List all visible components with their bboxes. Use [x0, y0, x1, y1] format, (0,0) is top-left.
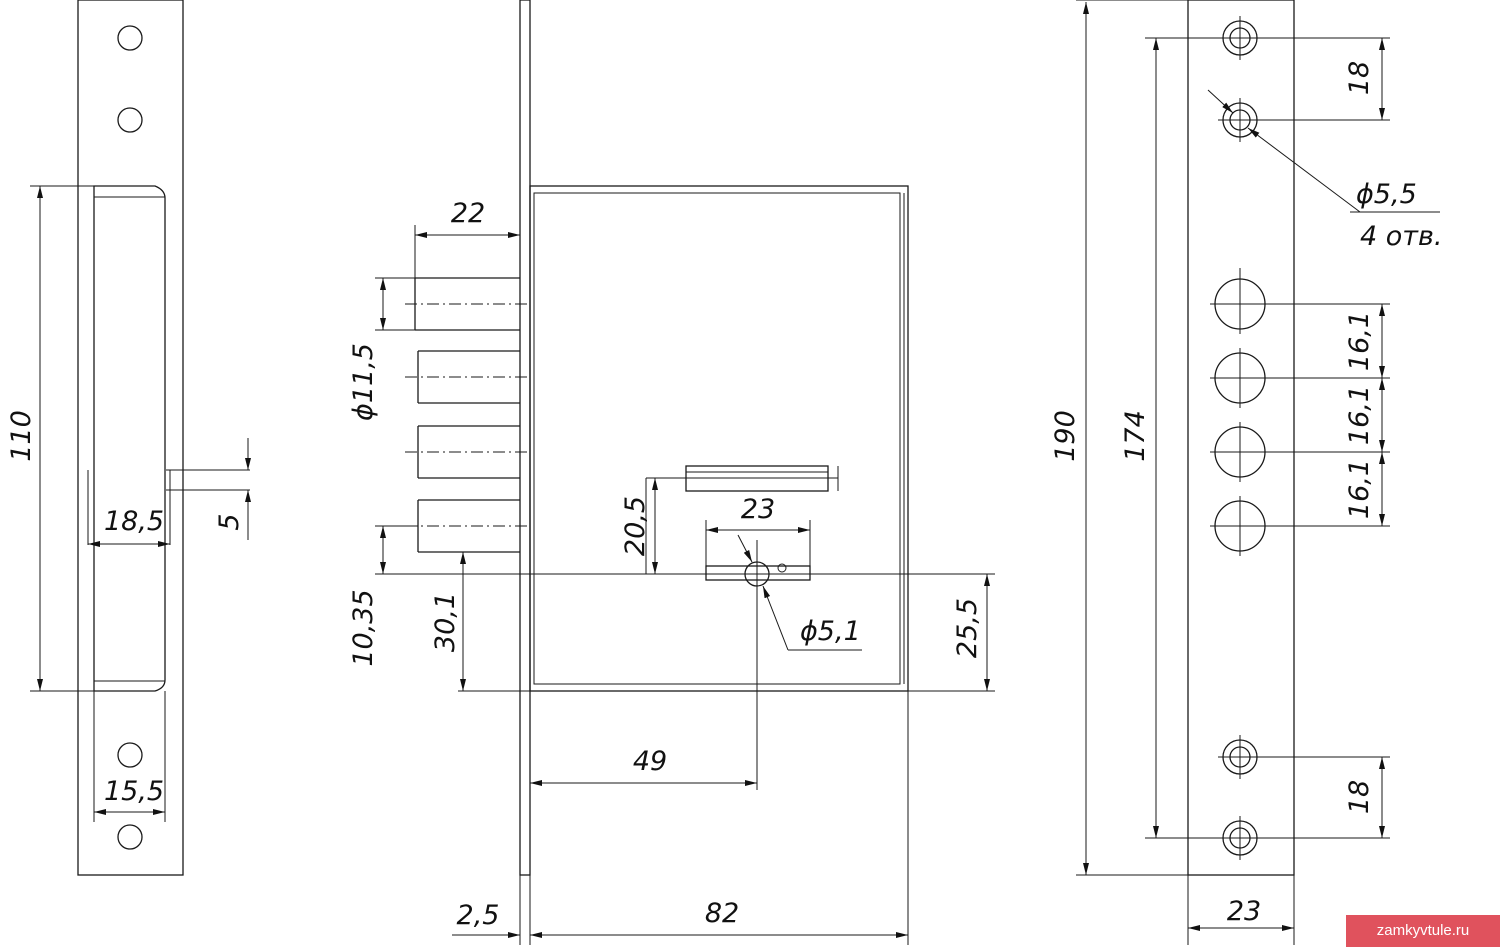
lock-latch [646, 465, 839, 492]
dim-strike-latch-offset: 5 [214, 513, 245, 530]
dim-bolt-spacing-3: 16,1 [1344, 459, 1375, 519]
strike-screw-hole [117, 25, 143, 51]
dim-spindle-height: 30,1 [430, 592, 461, 652]
dim-bolt-offset: 10,35 [348, 589, 379, 666]
dim-latch-width: 23 [741, 494, 775, 525]
dim-backset: 49 [633, 746, 667, 777]
lock-spindle [705, 540, 811, 790]
strike-plate-view: 110 18,5 5 15,5 [6, 0, 251, 876]
dim-bolt-length: 22 [451, 198, 485, 229]
dim-strike-slot-width: 18,5 [104, 506, 164, 537]
faceplate-front-view: 190 174 18 16,1 16,1 16,1 18 ϕ5,5 4 о [1050, 0, 1443, 945]
faceplate-bolt-hole [1210, 268, 1270, 334]
dim-strike-height: 110 [6, 410, 37, 462]
lock-bolt [405, 350, 530, 404]
dim-faceplate-width: 23 [1227, 896, 1261, 927]
dim-spindle-diameter: ϕ5,1 [800, 616, 861, 647]
dim-strike-plate-width: 15,5 [104, 776, 164, 807]
dim-bolt-spacing-1: 16,1 [1344, 311, 1375, 371]
lock-bolt [405, 425, 530, 479]
dim-right-offset: 25,5 [952, 598, 983, 658]
dim-bolt-diameter: ϕ11,5 [348, 343, 379, 421]
dim-case-depth: 82 [705, 898, 739, 929]
lock-bolt [405, 277, 530, 331]
lock-faceplate-side [519, 0, 531, 876]
watermark-badge: zamkyvtule.ru [1346, 915, 1500, 947]
dim-bolt-spacing-2: 16,1 [1344, 385, 1375, 445]
dim-faceplate-thickness: 2,5 [457, 900, 500, 931]
dim-screw-spacing-top: 18 [1344, 61, 1375, 95]
dim-screw-spacing-bottom: 18 [1344, 780, 1375, 814]
strike-screw-hole [117, 742, 143, 768]
dim-latch-height: 20,5 [620, 496, 651, 556]
dim-hole-span: 174 [1120, 410, 1151, 462]
strike-plate-outline [77, 0, 184, 876]
strike-screw-hole [117, 824, 143, 850]
strike-slot [93, 185, 166, 692]
faceplate-outline [1187, 0, 1295, 876]
lock-bolt [405, 499, 530, 553]
lock-body-view: 22 ϕ11,5 10,35 30,1 20,5 [348, 0, 995, 945]
strike-screw-hole [117, 107, 143, 133]
dim-faceplate-length: 190 [1050, 410, 1081, 462]
lock-case-inner [533, 192, 901, 685]
dim-screw-hole-diameter: ϕ5,5 [1356, 179, 1417, 210]
dim-screw-hole-count: 4 отв. [1360, 221, 1443, 252]
